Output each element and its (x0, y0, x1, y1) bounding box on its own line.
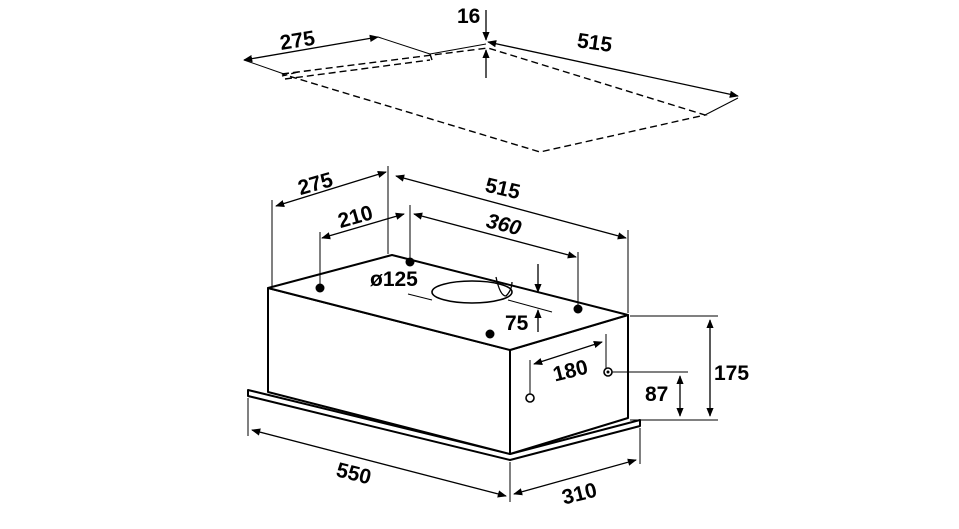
mount-width-dimension-line (395, 174, 627, 240)
side-hole-spacing-dimension-line (533, 341, 603, 365)
duct-center-line (507, 299, 553, 313)
outer-depth-dimension-line (513, 458, 637, 496)
side-mounting-hole-center (606, 370, 610, 374)
cutout-depth-dimension-line (243, 34, 379, 63)
outer-width-dimension-line (251, 428, 507, 498)
cutout-template: 275 515 16 (243, 5, 739, 153)
mounting-hole (573, 304, 583, 314)
outer-width-label: 550 (334, 459, 374, 490)
mount-depth-dimension-line (275, 170, 387, 208)
duct-opening (431, 280, 513, 304)
cutout-extension-right (704, 97, 739, 116)
cutout-extension-top (429, 43, 487, 55)
mount-width-label: 515 (483, 174, 523, 204)
mounting-hole (485, 329, 495, 339)
cutout-extension-mid (377, 36, 431, 55)
cutout-inner-edge-2 (429, 53, 433, 61)
total-height-label: 175 (714, 362, 749, 385)
cutout-outline (281, 47, 708, 153)
side-mounting-hole (525, 393, 535, 403)
hole-offset-label: 210 (335, 201, 375, 233)
mounting-hole (315, 283, 325, 293)
cutout-inner-edge-3 (281, 71, 299, 77)
duct-diameter-leader (407, 293, 433, 301)
mounting-hole (405, 257, 415, 267)
duct-notch (495, 276, 513, 297)
cutout-width-dimension-line (487, 40, 739, 98)
hole-spacing-dimension-line (413, 212, 577, 259)
cutout-inner-edge (284, 59, 431, 80)
cutout-thickness-label: 16 (457, 5, 480, 28)
side-hole-height-label: 87 (645, 383, 668, 406)
outer-depth-label: 310 (560, 479, 600, 510)
hole-offset-dimension-line (321, 212, 405, 240)
mount-depth-label: 275 (295, 168, 335, 200)
duct-diameter-label: ø125 (370, 268, 418, 291)
cutout-extension-left (243, 59, 285, 75)
cutout-depth-label: 275 (278, 27, 317, 55)
duct-offset-label: 75 (505, 312, 529, 335)
cutout-width-label: 515 (576, 29, 614, 57)
hole-spacing-label: 360 (484, 210, 524, 241)
